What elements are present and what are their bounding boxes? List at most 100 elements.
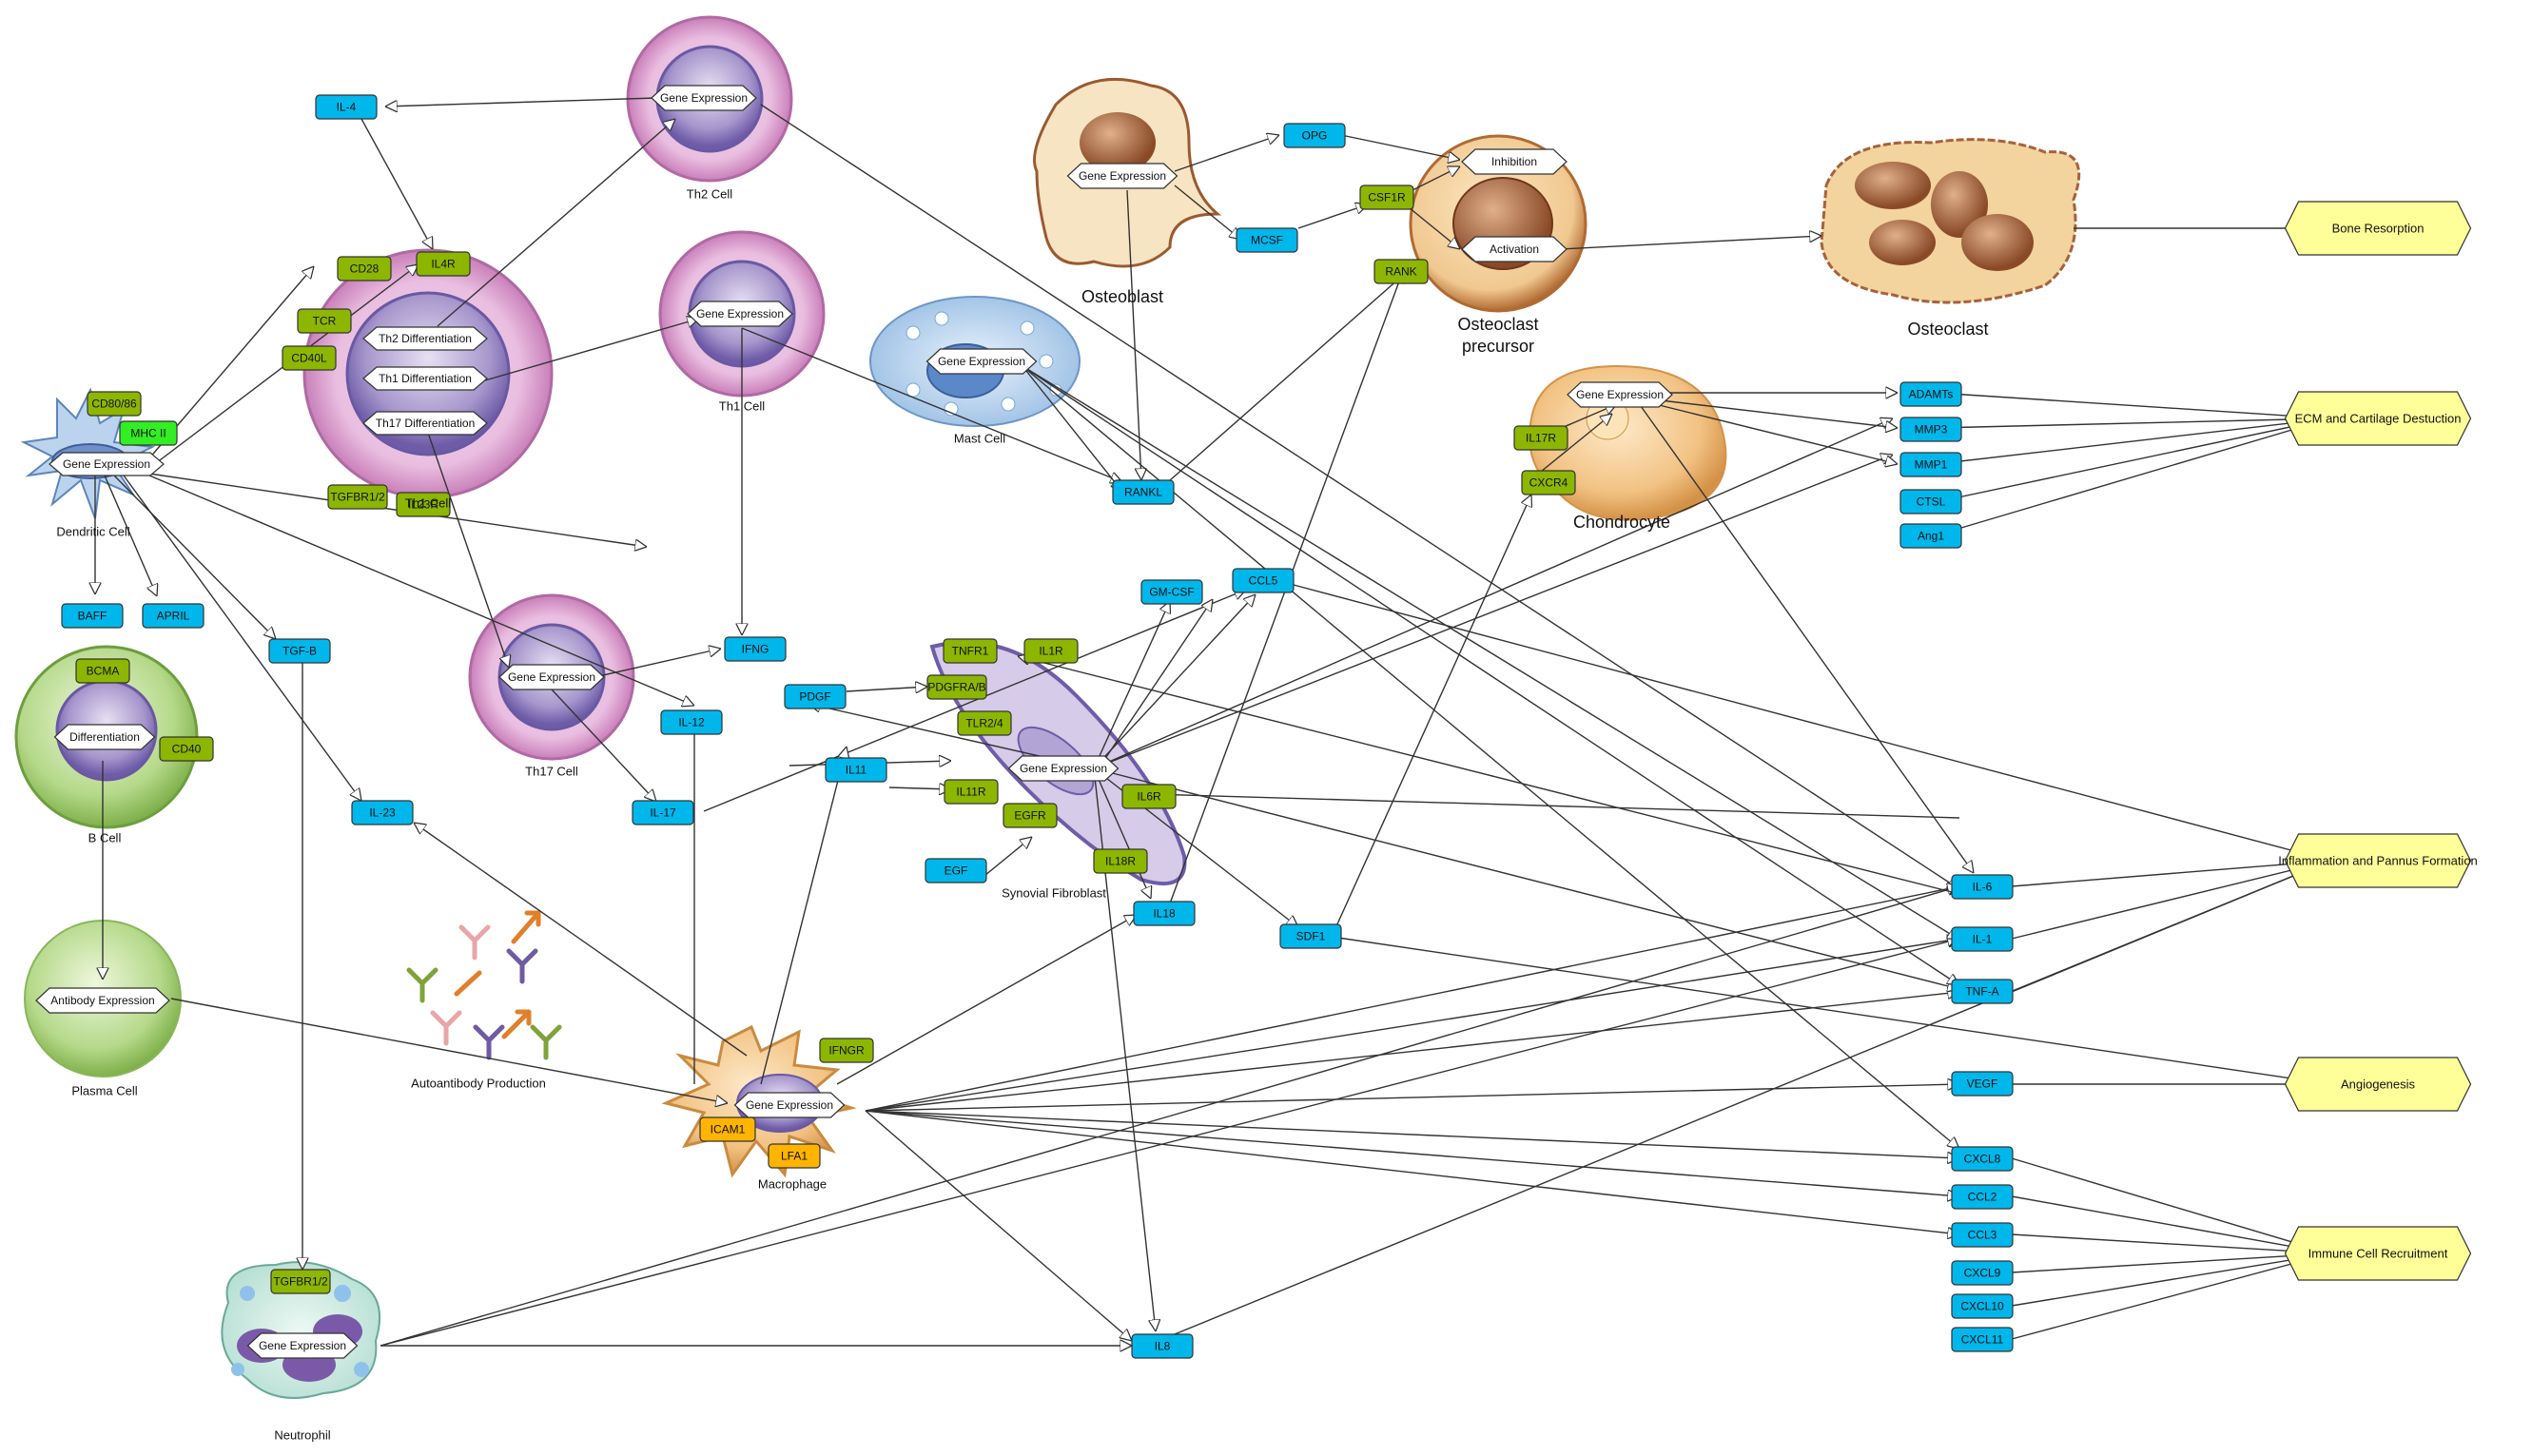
ligand-pdgf[interactable] [784, 684, 847, 709]
th2-differentiation-node[interactable] [362, 326, 488, 351]
adhesion-icam1-label: ICAM1 [711, 1123, 746, 1136]
receptor-egfr[interactable] [1003, 803, 1058, 828]
ligand-il1[interactable] [1951, 926, 2014, 952]
ligand-ctsl[interactable] [1899, 489, 1962, 514]
receptor-pdgfrab[interactable] [926, 674, 987, 700]
inflammation-pannus-outcome[interactable] [2284, 833, 2472, 888]
ligand-ccl5[interactable] [1232, 568, 1295, 593]
ligand-cxcl9[interactable] [1951, 1260, 2014, 1286]
ligand-april-label: APRIL [157, 610, 190, 623]
ligand-vegf[interactable] [1951, 1071, 2014, 1097]
ligand-il11[interactable] [825, 757, 887, 783]
receptor-pdgfrab-label: PDGFRA/B [927, 681, 985, 694]
ligand-il8[interactable] [1131, 1333, 1194, 1359]
angiogenesis-outcome-label: Angiogenesis [2341, 1077, 2416, 1091]
receptor-rank[interactable] [1373, 259, 1429, 284]
receptor-cd28[interactable] [337, 256, 392, 281]
receptor-mhcii[interactable] [119, 420, 178, 446]
immune-recruitment-outcome[interactable] [2284, 1226, 2472, 1281]
ligand-rankl-label: RANKL [1124, 486, 1162, 499]
receptor-cd40l[interactable] [282, 345, 337, 371]
receptor-cd8086[interactable] [87, 391, 142, 417]
receptor-il1r[interactable] [1023, 638, 1079, 664]
ligand-il4[interactable] [315, 94, 378, 120]
th2-gene-expression-node[interactable] [651, 85, 757, 111]
synovial-gene-expression-node[interactable] [1007, 755, 1120, 782]
osteoblast-gene-expression-node[interactable] [1066, 163, 1178, 189]
antibody-expression-node[interactable] [35, 987, 170, 1014]
receptor-il17r[interactable] [1513, 425, 1568, 451]
receptor-csf1r[interactable] [1359, 184, 1414, 210]
th1-gene-expression-node[interactable] [687, 301, 793, 327]
receptor-tgfbr12-n[interactable] [270, 1269, 331, 1294]
ligand-tnfa[interactable] [1951, 979, 2014, 1004]
ligand-mcsf[interactable] [1236, 227, 1298, 253]
ligand-april[interactable] [142, 603, 205, 629]
ligand-rankl[interactable] [1112, 479, 1175, 505]
ligand-cxcl11[interactable] [1951, 1327, 2014, 1352]
ligand-ang1[interactable] [1899, 523, 1962, 549]
ligand-ccl2-label: CCL2 [1968, 1191, 1997, 1204]
receptor-il4r-label: IL4R [431, 258, 456, 271]
bone-resorption-outcome[interactable] [2284, 201, 2472, 256]
ligand-cxcl8[interactable] [1951, 1146, 2014, 1172]
ligand-opg[interactable] [1283, 123, 1346, 148]
ligand-pdgf-label: PDGF [799, 690, 830, 704]
label-neutrophil: Neutrophil [274, 1427, 330, 1442]
receptor-tlr24[interactable] [957, 710, 1012, 736]
dendritic-gene-expression-node[interactable] [49, 452, 165, 476]
th1-differentiation-node[interactable] [362, 366, 488, 391]
b-cell-differentiation-node-label: Differentiation [69, 730, 140, 744]
ligand-ccl2[interactable] [1951, 1184, 2014, 1210]
ligand-mmp3[interactable] [1899, 417, 1962, 442]
immune-recruitment-outcome-label: Immune Cell Recruitment [2308, 1246, 2448, 1260]
ligand-il17[interactable] [632, 800, 694, 825]
receptor-il4r[interactable] [416, 251, 471, 277]
ligand-tgfb[interactable] [268, 638, 331, 664]
mast-gene-expression-node[interactable] [925, 348, 1038, 375]
ligand-baff[interactable] [61, 603, 124, 629]
receptor-tnfr1[interactable] [943, 638, 998, 664]
receptor-il11r[interactable] [944, 779, 999, 805]
ligand-sdf1[interactable] [1279, 923, 1342, 949]
receptor-il18r[interactable] [1093, 848, 1148, 874]
ligand-adamts[interactable] [1899, 381, 1962, 407]
ligand-il18[interactable] [1133, 901, 1196, 926]
ligand-egf[interactable] [925, 858, 987, 883]
ligand-ccl3[interactable] [1951, 1222, 2014, 1248]
b-cell-differentiation-node[interactable] [53, 724, 156, 750]
receptor-cd40[interactable] [159, 736, 214, 762]
ligand-gmcsf[interactable] [1140, 579, 1203, 605]
receptor-il23r[interactable] [396, 492, 451, 517]
adhesion-lfa1[interactable] [768, 1143, 821, 1169]
ligand-cxcl10[interactable] [1951, 1293, 2014, 1319]
ecm-cartilage-outcome[interactable] [2284, 391, 2472, 446]
ligand-il6[interactable] [1951, 874, 2014, 900]
ligand-mmp1[interactable] [1899, 452, 1962, 477]
receptor-bcma[interactable] [75, 658, 130, 684]
ligand-gmcsf-label: GM-CSF [1149, 586, 1194, 599]
ligand-il12[interactable] [660, 709, 723, 735]
ligand-tgfb-label: TGF-B [282, 645, 317, 658]
ligand-ctsl-label: CTSL [1917, 495, 1946, 509]
receptor-tgfbr12[interactable] [327, 484, 388, 510]
chondrocyte-gene-expression-node[interactable] [1567, 381, 1673, 408]
inflammation-pannus-outcome-label: Inflammation and Pannus Formation [2278, 853, 2478, 867]
ligand-il23[interactable] [351, 800, 414, 825]
ligand-ifng[interactable] [724, 636, 787, 662]
adhesion-icam1[interactable] [699, 1116, 756, 1142]
receptor-il6r[interactable] [1121, 784, 1177, 809]
inhibition-node-label: Inhibition [1491, 155, 1537, 168]
th17-gene-expression-node[interactable] [498, 664, 605, 690]
receptor-ifngr[interactable] [819, 1038, 874, 1063]
receptor-cxcr4[interactable] [1521, 470, 1576, 495]
ligand-mmp3-label: MMP3 [1915, 423, 1948, 437]
th17-differentiation-node[interactable] [362, 411, 488, 436]
neutrophil-gene-expression-node[interactable] [246, 1332, 359, 1359]
receptor-tcr[interactable] [297, 308, 352, 334]
inhibition-node[interactable] [1461, 148, 1568, 175]
angiogenesis-outcome[interactable] [2284, 1057, 2472, 1112]
receptor-il17r-label: IL17R [1526, 432, 1556, 445]
activation-node[interactable] [1461, 236, 1568, 262]
